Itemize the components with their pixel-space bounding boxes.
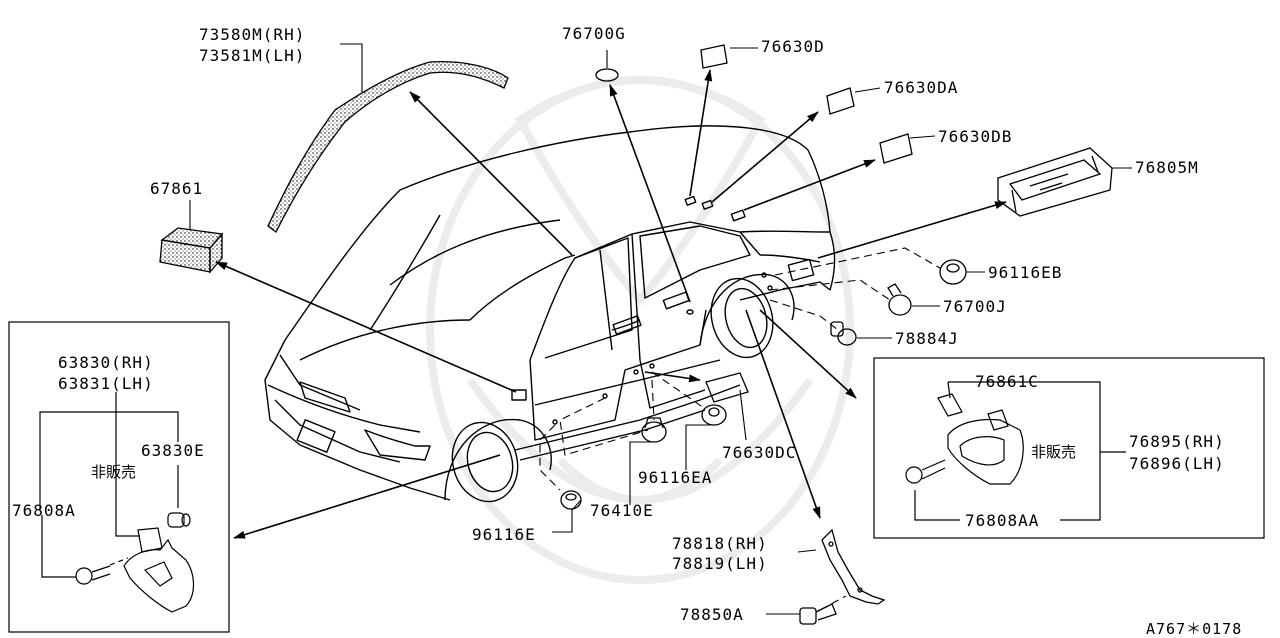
car-body	[264, 125, 836, 503]
label-96116eb: 96116EB	[988, 263, 1063, 282]
label-73580m: 73580M(RH)	[199, 25, 306, 44]
pad-76630db	[879, 133, 913, 164]
clip-96116eb	[939, 259, 967, 285]
label-not-for-sale-left: 非販売	[91, 463, 137, 481]
label-76630d: 76630D	[761, 37, 825, 56]
label-leaders	[189, 43, 1132, 615]
leader-lines	[215, 69, 1007, 539]
label-not-for-sale-right: 非販売	[1031, 443, 1077, 461]
label-76861c: 76861C	[975, 372, 1039, 391]
roof-molding-part	[267, 60, 509, 233]
clip-96116e	[560, 490, 582, 510]
label-76410e: 76410E	[590, 501, 654, 520]
label-76895-rh: 76895(RH)	[1129, 432, 1225, 451]
label-96116e: 96116E	[472, 525, 536, 544]
label-76700g: 76700G	[562, 24, 626, 43]
pad-76630d	[700, 44, 728, 69]
label-76805m: 76805M	[1135, 158, 1199, 177]
label-63830e: 63830E	[141, 441, 205, 460]
grommet-78884j	[830, 321, 857, 346]
diagram-code: A767＊0178	[1146, 620, 1243, 638]
vent-76805m	[997, 147, 1113, 217]
bracket-78818	[821, 528, 886, 605]
label-76630db: 76630DB	[938, 127, 1013, 146]
label-73581m: 73581M(LH)	[199, 46, 306, 65]
pad-76630dc	[705, 372, 749, 403]
label-76808a: 76808A	[12, 501, 76, 520]
label-63830-rh: 63830(RH)	[58, 353, 154, 372]
label-76630dc: 76630DC	[722, 443, 797, 462]
label-96116ea: 96116EA	[638, 468, 713, 487]
label-76700j: 76700J	[943, 297, 1007, 316]
label-78819-lh: 78819(LH)	[672, 554, 768, 573]
foam-block-67861	[159, 227, 224, 274]
label-76808aa: 76808AA	[965, 511, 1040, 530]
dashed-connectors	[539, 247, 941, 611]
bolt-78850a	[799, 603, 837, 625]
plug-76700j	[887, 283, 912, 316]
right-inset	[873, 357, 1265, 539]
label-67861: 67861	[150, 179, 204, 198]
label-63831-lh: 63831(LH)	[58, 374, 154, 393]
label-78818-rh: 78818(RH)	[672, 534, 768, 553]
label-78884j: 78884J	[895, 329, 959, 348]
label-78850a: 78850A	[680, 605, 744, 624]
label-76896-lh: 76896(LH)	[1129, 454, 1225, 473]
clip-96116ea	[701, 404, 727, 426]
pad-76630da	[826, 87, 855, 115]
left-inset	[8, 321, 230, 633]
plug-76700g	[595, 68, 619, 82]
label-76630da: 76630DA	[884, 78, 959, 97]
parts	[159, 44, 1113, 625]
